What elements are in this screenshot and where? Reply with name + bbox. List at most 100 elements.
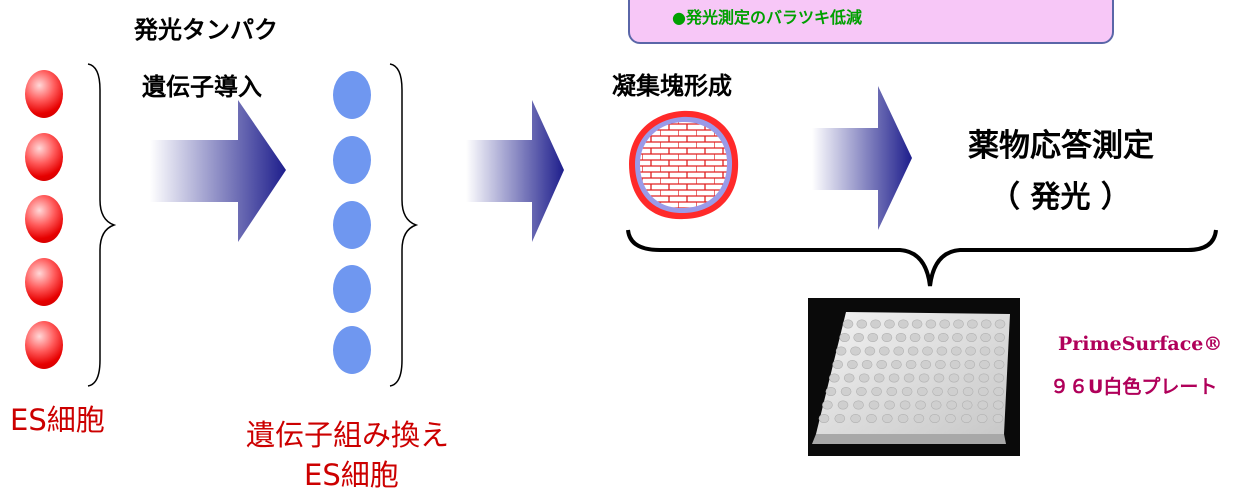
plate-well [993,400,1004,410]
plate-well [834,414,846,424]
plate-well [915,400,926,410]
plate-well [965,346,976,356]
plate-well [980,319,992,329]
plate-well [901,387,913,397]
es-cell [25,133,63,181]
plate-well [879,346,890,356]
plate-well [994,319,1006,329]
plate-well [993,373,1005,383]
plate-well [895,332,907,342]
plate-well [953,319,964,329]
plate-well [861,359,873,369]
plate-well [947,387,959,397]
plate-well [884,319,895,329]
plate-well [977,400,989,410]
plate-well [938,332,949,342]
callout-box: ●発光測定のバラツキ低減 [628,0,1114,44]
plate-well [952,332,963,342]
plate-name: PrimeSurface® [1058,333,1223,355]
plate-well [884,400,895,410]
plate-well [993,359,1005,369]
es-cells-label: ES細胞 [10,403,105,437]
es-cell [25,258,63,306]
plate-well [825,387,837,397]
plate-well [922,346,933,356]
es-cell [25,195,63,243]
plate-well [917,387,928,397]
plate-well [920,359,932,369]
plate-well [873,373,885,383]
plate-well [978,373,990,383]
plate-well [961,400,973,410]
plate-well [978,387,989,397]
plate-well [828,373,840,383]
plate-well [888,373,900,383]
arrow-1 [150,100,286,242]
plate-well [905,359,917,369]
recombinant-cell [333,136,371,184]
luminescence-label: （ 発光 ） [990,180,1131,215]
plate-well [839,332,850,342]
callout-text: ●発光測定のバラツキ低減 [672,8,862,27]
plate-well [935,359,946,369]
plate-well [923,332,935,342]
plate-well [856,387,867,397]
plate-well [979,346,991,356]
plate-well [932,387,943,397]
plate-well [967,319,978,329]
plate-well [897,414,909,424]
plate-well [945,414,956,424]
plate-type: ９６U白色プレート [1050,376,1218,398]
plate-well [818,414,830,424]
plate-well [835,346,847,356]
recombinant-cell [333,326,371,374]
plate-well [899,400,911,410]
plate-well [962,387,974,397]
recombinant-label-line1: 遺伝子組み換え [246,418,450,452]
aggregate-label: 凝集塊形成 [612,72,732,100]
plate-well [853,400,864,410]
drug-response-label: 薬物応答測定 [968,128,1154,164]
es-bracket [87,63,117,387]
plate-well [837,400,849,410]
aggregate-icon [629,110,739,220]
plate-well [930,400,942,410]
plate-well [840,387,852,397]
recombinant-cell [333,265,371,313]
plate-well [893,346,904,356]
plate-well [911,319,923,329]
plate-well [876,359,887,369]
plate-well [858,373,870,383]
plate-well [870,319,881,329]
plate-well [903,373,915,383]
plate-well [898,319,909,329]
plate-well [963,373,975,383]
plate-well [992,414,1004,424]
plate-well [976,414,988,424]
transfect-label-line2: 遺伝子導入 [142,73,262,101]
plate-well [842,319,854,329]
well-plate-icon [812,312,1010,444]
plate-well [850,414,861,424]
recombinant-label-line2: ES細胞 [304,458,399,492]
plate-well [866,414,877,424]
plate-well [882,414,893,424]
plate-well [832,359,844,369]
arrow-3 [812,86,912,230]
plate-well [891,359,902,369]
plate-well [867,332,879,342]
plate-well [966,332,977,342]
plate-well [843,373,855,383]
plate-well [850,346,861,356]
plate-well [946,400,957,410]
recombinant-cell [333,71,371,119]
plate-well [994,346,1005,356]
plate-well [864,346,876,356]
plate-well [993,387,1004,397]
es-cell [25,321,63,369]
horizontal-brace [626,229,1218,287]
plate-well [907,346,919,356]
plate-well [881,332,893,342]
plate-well [909,332,921,342]
plate-well [939,319,950,329]
